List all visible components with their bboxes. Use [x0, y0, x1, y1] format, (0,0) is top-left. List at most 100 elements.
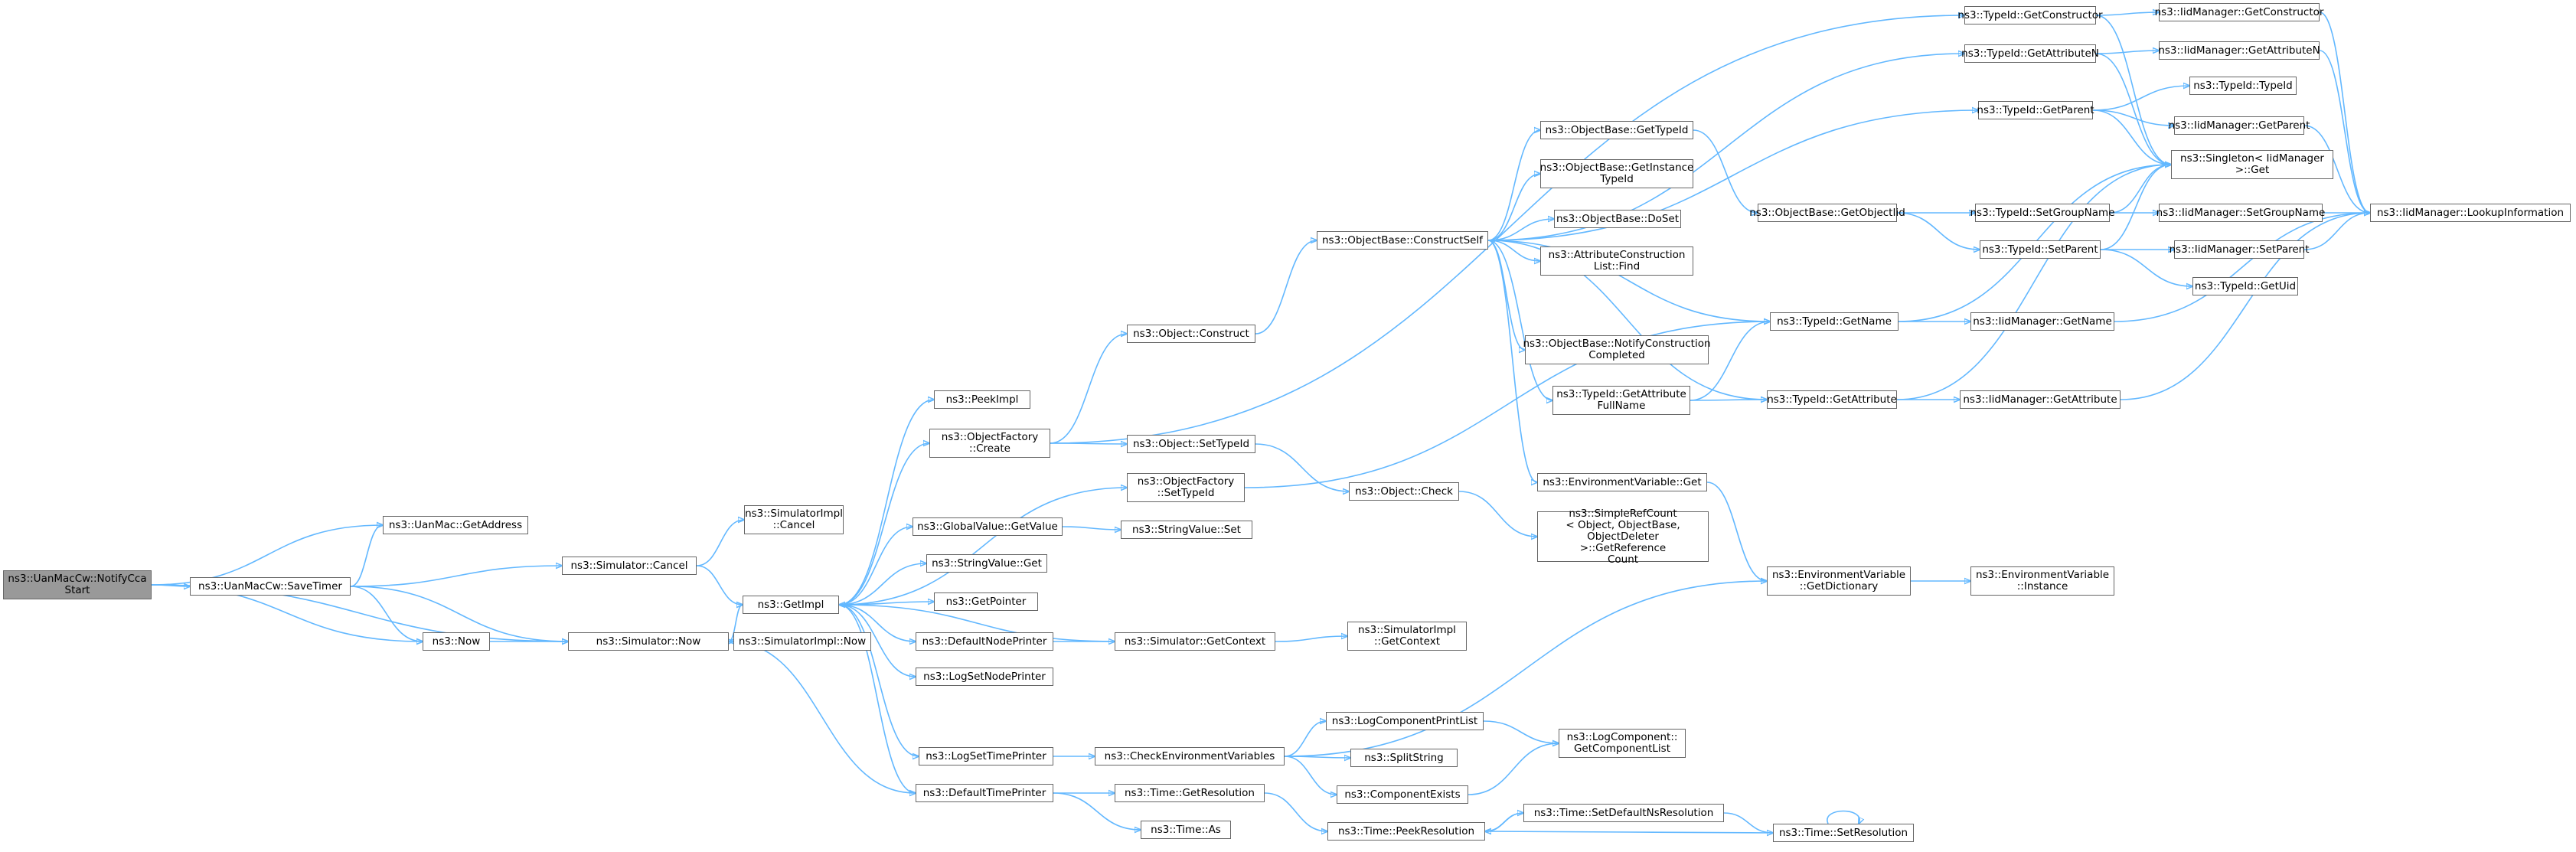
function-node[interactable]: ns3::PeekImpl [934, 390, 1030, 409]
function-node[interactable]: ns3::TypeId::GetUid [2192, 277, 2298, 295]
function-node[interactable]: ns3::ObjectBase::GetInstance TypeId [1540, 159, 1693, 188]
call-edge [350, 525, 383, 587]
call-edge [151, 525, 383, 586]
call-edge [1487, 174, 1540, 241]
call-edge [1458, 491, 1537, 537]
function-node[interactable]: ns3::ObjectFactory ::Create [929, 429, 1050, 458]
call-edge [1487, 54, 1964, 241]
function-node[interactable]: ns3::EnvironmentVariable ::GetDictionary [1767, 566, 1911, 596]
function-node[interactable]: ns3::Simulator::Now [568, 632, 729, 651]
function-node[interactable]: ns3::Time::SetResolution [1773, 824, 1914, 842]
call-edge [696, 565, 743, 605]
function-node[interactable]: ns3::Object::Construct [1127, 325, 1255, 343]
call-edge [1723, 812, 1773, 833]
function-node[interactable]: ns3::DefaultNodePrinter [916, 632, 1053, 651]
call-edge [1487, 240, 1552, 400]
call-edge [838, 604, 916, 677]
function-node[interactable]: ns3::ObjectBase::GetObjectIid [1749, 204, 1905, 222]
function-node[interactable]: ns3::GlobalValue::GetValue [913, 517, 1063, 536]
call-edge [1275, 636, 1347, 642]
function-node[interactable]: ns3::IidManager::GetAttributeN [2158, 41, 2320, 60]
function-node[interactable]: ns3::ObjectBase::GetTypeId [1540, 121, 1693, 139]
function-node[interactable]: ns3::UanMacCw::SaveTimer [190, 577, 351, 596]
call-edge [839, 605, 1115, 642]
function-node[interactable]: ns3::TypeId::SetParent [1980, 240, 2101, 259]
call-edge [350, 566, 562, 587]
function-node[interactable]: ns3::SimulatorImpl ::Cancel [744, 505, 844, 534]
function-node[interactable]: ns3::Time::PeekResolution [1327, 822, 1485, 841]
function-node[interactable]: ns3::TypeId::GetParent [1977, 101, 2094, 119]
call-edge [2303, 125, 2370, 213]
function-node[interactable]: ns3::TypeId::GetAttribute [1767, 390, 1897, 409]
call-edge [350, 586, 568, 641]
function-node[interactable]: ns3::IidManager::LookupInformation [2370, 204, 2571, 222]
root-function-node: ns3::UanMacCw::NotifyCca Start [3, 570, 152, 599]
function-node[interactable]: ns3::Object::SetTypeId [1127, 435, 1255, 453]
function-node[interactable]: ns3::TypeId::GetAttribute FullName [1552, 386, 1690, 415]
function-node[interactable]: ns3::TypeId::SetGroupName [1970, 204, 2115, 222]
function-node[interactable]: ns3::IidManager::GetParent [2169, 116, 2310, 135]
function-node[interactable]: ns3::AttributeConstruction List::Find [1540, 246, 1693, 276]
call-edge [838, 400, 934, 606]
function-node[interactable]: ns3::LogSetNodePrinter [916, 668, 1053, 686]
function-node[interactable]: ns3::Simulator::Cancel [562, 557, 697, 575]
function-node[interactable]: ns3::CheckEnvironmentVariables [1095, 747, 1285, 765]
call-edge [1485, 831, 1774, 833]
call-edge [2095, 15, 2171, 165]
call-edge [1487, 110, 1978, 241]
function-node[interactable]: ns3::EnvironmentVariable ::Instance [1970, 566, 2114, 596]
function-node[interactable]: ns3::IidManager::GetAttribute [1960, 390, 2121, 409]
function-node[interactable]: ns3::TypeId::GetConstructor [1957, 6, 2103, 24]
function-node[interactable]: ns3::ObjectBase::NotifyConstruction Comp… [1523, 335, 1711, 364]
function-node[interactable]: ns3::GetPointer [934, 592, 1038, 611]
function-node[interactable]: ns3::StringValue::Get [926, 554, 1047, 573]
function-node[interactable]: ns3::ComponentExists [1337, 785, 1468, 804]
function-node[interactable]: ns3::LogComponent:: GetComponentList [1559, 729, 1686, 758]
call-edge [2114, 213, 2370, 322]
function-node[interactable]: ns3::ObjectBase::DoSet [1554, 210, 1681, 228]
call-edge [1284, 721, 1326, 757]
function-node[interactable]: ns3::IidManager::GetName [1970, 312, 2114, 331]
call-edge [1487, 130, 1540, 241]
function-node[interactable]: ns3::StringValue::Set [1121, 521, 1252, 539]
function-node[interactable]: ns3::Time::As [1141, 821, 1231, 839]
function-node[interactable]: ns3::EnvironmentVariable::Get [1537, 473, 1707, 491]
call-edge [838, 443, 929, 606]
call-edge [1244, 322, 1770, 488]
function-node[interactable]: ns3::SimpleRefCount < Object, ObjectBase… [1537, 508, 1709, 565]
call-edge [2100, 165, 2171, 250]
function-node[interactable]: ns3::SimulatorImpl::Now [733, 632, 871, 651]
call-edge [1487, 240, 1537, 482]
function-node[interactable]: ns3::Singleton< IidManager >::Get [2171, 150, 2333, 179]
call-edge [2095, 53, 2171, 165]
function-node[interactable]: ns3::ObjectBase::ConstructSelf [1317, 231, 1488, 250]
call-edge [1468, 743, 1559, 795]
function-node[interactable]: ns3::LogSetTimePrinter [919, 747, 1053, 765]
call-edge [838, 563, 926, 606]
function-node[interactable]: ns3::TypeId::GetAttributeN [1961, 44, 2099, 63]
function-node[interactable]: ns3::Time::GetResolution [1115, 784, 1265, 802]
function-node[interactable]: ns3::IidManager::SetParent [2170, 240, 2310, 259]
function-node[interactable]: ns3::IidManager::GetConstructor [2155, 3, 2323, 21]
call-edge [1264, 792, 1327, 831]
function-node[interactable]: ns3::UanMac::GetAddress [383, 516, 528, 534]
function-node[interactable]: ns3::TypeId::TypeId [2189, 77, 2297, 95]
function-node[interactable]: ns3::TypeId::GetName [1770, 312, 1899, 331]
function-node[interactable]: ns3::Object::Check [1349, 482, 1459, 501]
function-node[interactable]: ns3::LogComponentPrintList [1326, 712, 1484, 730]
call-edge [1255, 443, 1349, 491]
function-node[interactable]: ns3::Now [423, 632, 490, 651]
function-node[interactable]: ns3::SimulatorImpl ::GetContext [1347, 622, 1467, 651]
function-node[interactable]: ns3::GetImpl [743, 596, 839, 614]
function-node[interactable]: ns3::IidManager::SetGroupName [2156, 204, 2325, 222]
call-edge [1896, 165, 2171, 400]
function-node[interactable]: ns3::DefaultTimePrinter [916, 784, 1053, 802]
function-node[interactable]: ns3::ObjectFactory ::SetTypeId [1127, 473, 1245, 502]
call-edge [1062, 526, 1121, 530]
call-edge [2092, 86, 2189, 111]
call-edge [1255, 240, 1317, 335]
function-node[interactable]: ns3::SplitString [1350, 749, 1458, 767]
function-node[interactable]: ns3::Time::SetDefaultNsResolution [1523, 804, 1724, 822]
function-node[interactable]: ns3::Simulator::GetContext [1115, 632, 1275, 651]
call-edge [1706, 481, 1767, 581]
